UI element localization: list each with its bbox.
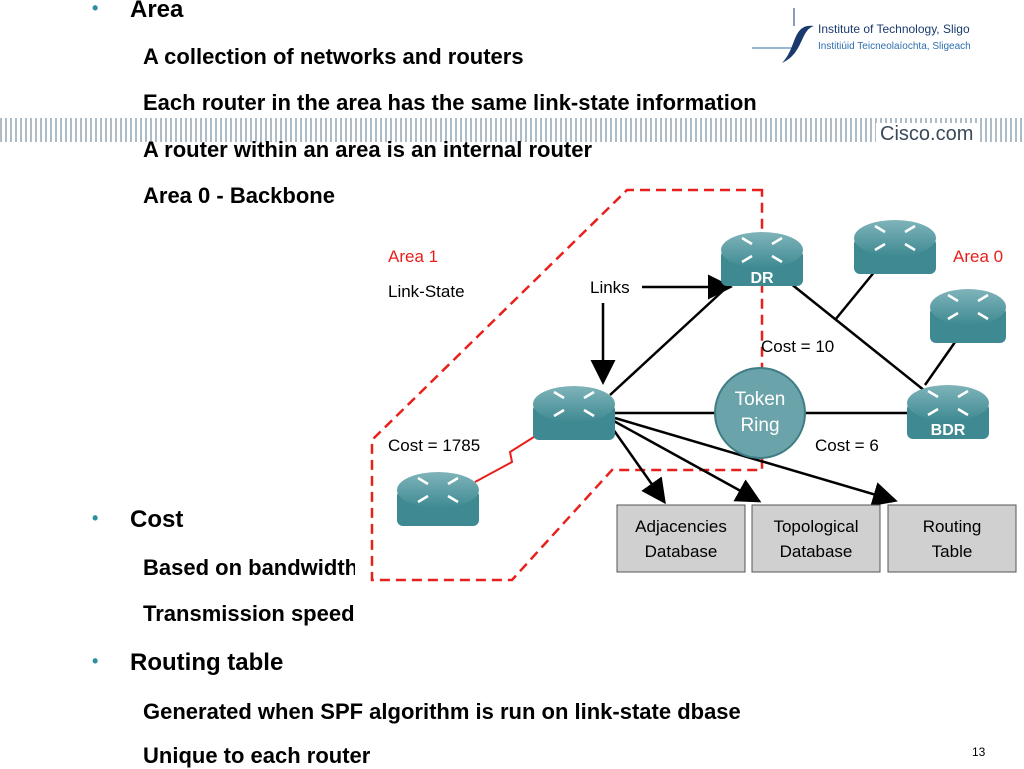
bullet-dot-icon: • bbox=[92, 508, 99, 528]
topological-label: Topological bbox=[773, 517, 858, 536]
ospf-area-diagram: Token Ring DR BDR Area 1 Link-State Area… bbox=[355, 185, 1024, 585]
link-state-label: Link-State bbox=[388, 282, 465, 301]
bullet-dot-icon: • bbox=[92, 0, 99, 18]
sub-bullet: A collection of networks and routers bbox=[143, 44, 524, 69]
token-ring-label: Token bbox=[735, 389, 786, 410]
sligo-swoosh-icon bbox=[752, 8, 814, 63]
arrow-to-routing-table bbox=[614, 416, 898, 507]
bullet-area: • Area bbox=[92, 0, 184, 23]
sub-bullet: Generated when SPF algorithm is run on l… bbox=[143, 699, 741, 724]
links-label: Links bbox=[590, 278, 630, 297]
sub-bullet: Each router in the area has the same lin… bbox=[143, 90, 757, 115]
topological-database-box bbox=[751, 504, 881, 573]
institute-name: Institute of Technology, Sligo bbox=[818, 22, 970, 36]
adjacencies-database-box bbox=[616, 504, 746, 573]
router-icon bbox=[854, 220, 936, 274]
area1-label: Area 1 bbox=[388, 247, 438, 266]
router-remote-icon bbox=[397, 472, 479, 526]
adjacencies-label: Database bbox=[645, 542, 718, 561]
topological-label: Database bbox=[780, 542, 853, 561]
bullet-cost: • Cost bbox=[92, 506, 184, 533]
cost-1785-label: Cost = 1785 bbox=[388, 436, 480, 455]
bullet-dot-icon: • bbox=[92, 651, 99, 671]
arrow-to-adjacencies bbox=[606, 421, 666, 505]
area1-boundary bbox=[370, 188, 764, 582]
sub-bullet: Unique to each router bbox=[143, 743, 371, 768]
sub-bullet: A router within an area is an internal r… bbox=[143, 137, 593, 162]
cisco-logo: Cisco.com bbox=[876, 123, 978, 146]
link-dr-router bbox=[834, 264, 881, 321]
sub-bullet: Based on bandwidth bbox=[143, 555, 359, 580]
router-icon bbox=[930, 289, 1006, 343]
area0-label: Area 0 bbox=[953, 247, 1003, 266]
routing-table-label: Table bbox=[932, 542, 973, 561]
page-number: 13 bbox=[972, 745, 986, 759]
bdr-label: BDR bbox=[931, 422, 966, 439]
cost-10-label: Cost = 10 bbox=[761, 337, 834, 356]
sub-bullet: Area 0 - Backbone bbox=[143, 183, 335, 208]
link-dr-bdr bbox=[779, 274, 931, 396]
institute-name-irish: Institiúid Teicneolaíochta, Sligeach bbox=[818, 41, 971, 52]
bullet-routing-table: • Routing table bbox=[92, 649, 284, 676]
arrow-to-topological bbox=[611, 418, 762, 503]
cost-6-label: Cost = 6 bbox=[815, 436, 879, 455]
token-ring-label: Ring bbox=[740, 415, 779, 436]
router-bdr-icon bbox=[907, 385, 989, 439]
serial-link bbox=[474, 429, 546, 483]
router-center-icon bbox=[533, 386, 615, 440]
logo-area bbox=[752, 0, 1024, 86]
sub-bullet: Transmission speed bbox=[143, 601, 355, 626]
adjacencies-label: Adjacencies bbox=[635, 517, 727, 536]
token-ring-icon bbox=[714, 367, 806, 459]
router-dr-icon bbox=[721, 232, 803, 286]
routing-table-label: Routing bbox=[923, 517, 982, 536]
dr-label: DR bbox=[750, 270, 774, 287]
routing-table-box bbox=[887, 504, 1017, 573]
link-bdr-router bbox=[923, 334, 962, 386]
header-stripe bbox=[0, 118, 1024, 142]
